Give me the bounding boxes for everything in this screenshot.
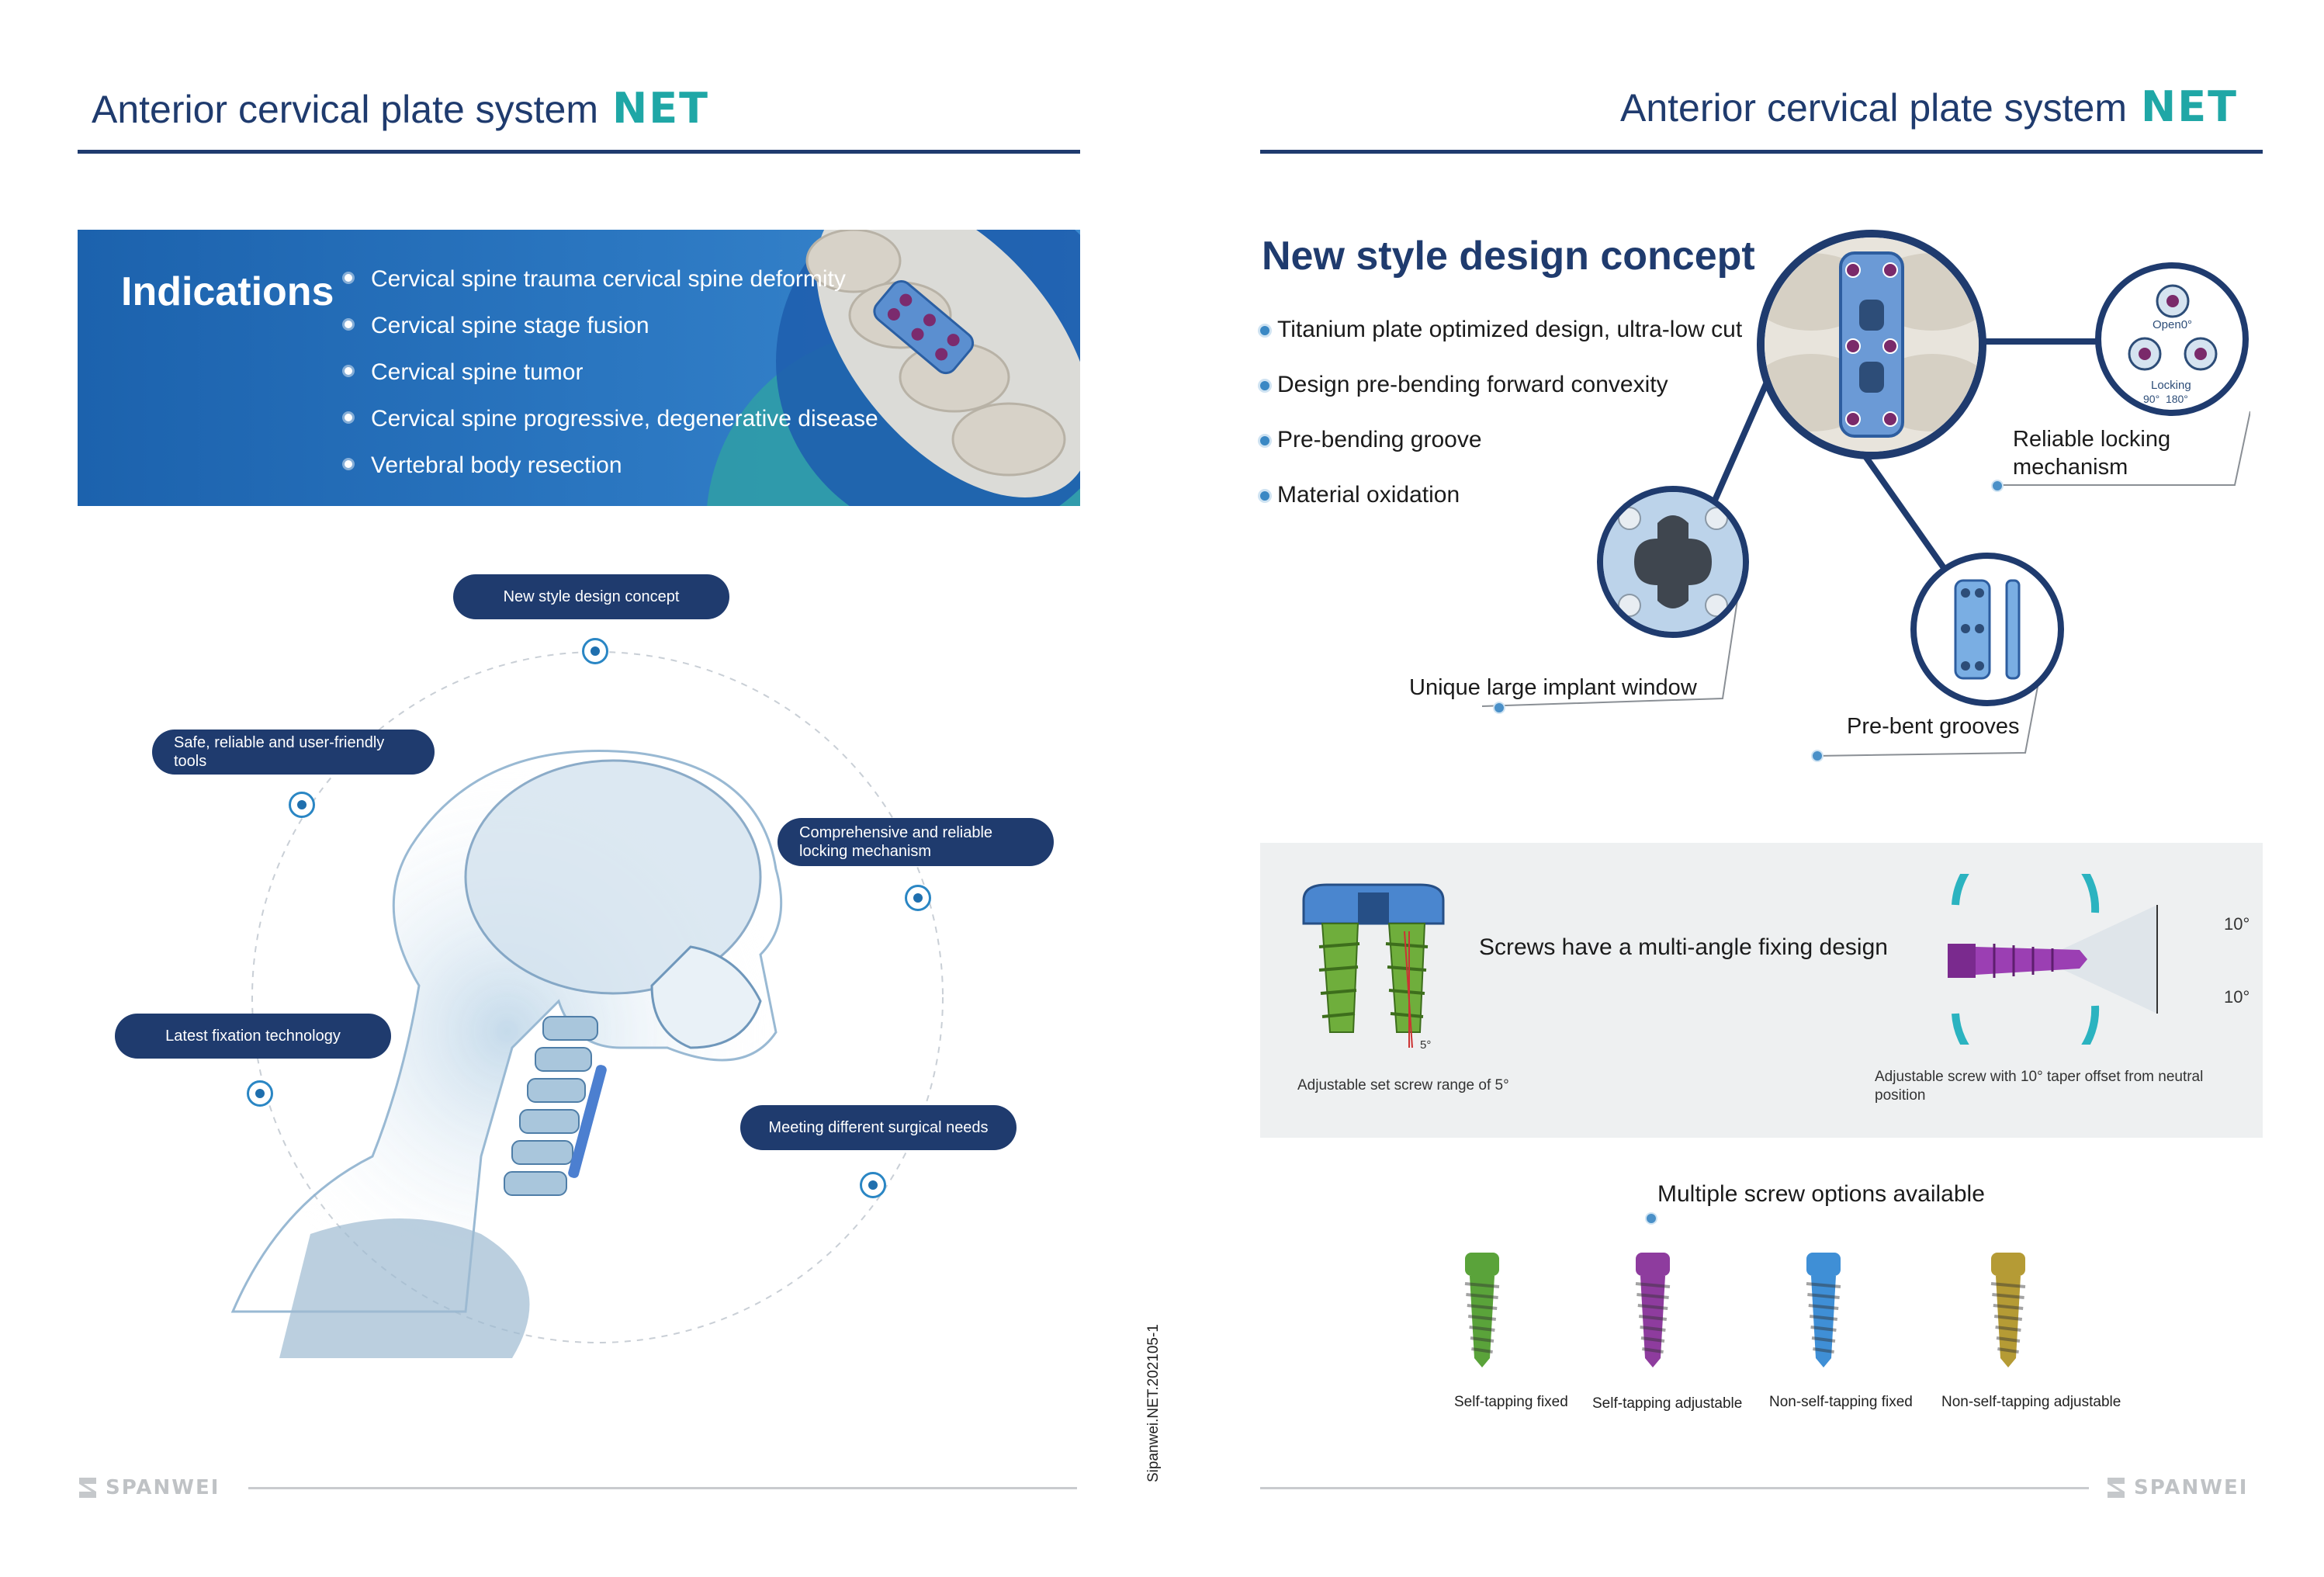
feature-pill-label: New style design concept xyxy=(503,588,680,605)
concept-item: Pre-bending groove xyxy=(1277,427,1482,452)
window-detail-circle xyxy=(1597,486,1749,638)
indication-item: Vertebral body resection xyxy=(345,450,878,497)
feature-bullet xyxy=(1260,491,1269,501)
feature-pill-label: Comprehensive and reliable locking mecha… xyxy=(799,824,993,860)
feature-pill-tools: Safe, reliable and user-friendly tools xyxy=(152,730,435,775)
lock-locking-label: Locking xyxy=(2151,379,2191,392)
lock-open-label: Open0° xyxy=(2153,318,2193,331)
concept-title: New style design concept xyxy=(1262,234,1755,279)
locking-positions-diagram xyxy=(2128,284,2218,371)
screw-panel-headline: Screws have a multi-angle fixing design xyxy=(1479,934,1888,960)
screw-option-label: Self-tapping adjustable xyxy=(1592,1395,1743,1412)
feature-marker xyxy=(582,638,608,664)
screw-options-title: Multiple screw options available xyxy=(1657,1181,1985,1207)
left-header: Anterior cervical plate system NET xyxy=(92,84,709,133)
left-brand-net: NET xyxy=(612,84,709,133)
set-screw-caption: Adjustable set screw range of 5° xyxy=(1297,1077,1509,1094)
right-header-title: Anterior cervical plate system xyxy=(1620,86,2128,130)
lock-angle-labels: 90° 180° xyxy=(2143,393,2188,405)
feature-pill-locking: Comprehensive and reliable locking mecha… xyxy=(778,818,1054,866)
screw-angle-panel: 5° Adjustable set screw range of 5° Scre… xyxy=(1260,843,2263,1138)
callout-marker xyxy=(1991,480,2004,492)
indications-title: Indications xyxy=(121,269,334,314)
feature-pill-surgical-needs: Meeting different surgical needs xyxy=(740,1105,1017,1150)
indication-item: Cervical spine tumor xyxy=(345,357,878,404)
feature-pill-design-concept: New style design concept xyxy=(453,574,729,619)
right-footer-rule xyxy=(1260,1487,2089,1489)
screw-option-label: Non-self-tapping adjustable xyxy=(1941,1394,2121,1410)
skull-spine-illustration xyxy=(230,651,944,1358)
screw-options-images xyxy=(1464,1253,2026,1367)
logo-text: SPANWEI xyxy=(2134,1476,2249,1499)
right-footer-logo: SPANWEI xyxy=(2104,1475,2248,1501)
left-footer-rule xyxy=(248,1487,1077,1489)
right-header-rule xyxy=(1260,150,2263,154)
screw-option-image xyxy=(1635,1253,1671,1367)
grooves-detail-circle xyxy=(1910,553,2064,706)
indication-item: Cervical spine trauma cervical spine def… xyxy=(345,264,878,310)
angle-label-top: 10° xyxy=(2224,914,2250,934)
adjustable-screw-image xyxy=(1948,874,2158,1045)
screw-option-image xyxy=(1806,1253,1841,1367)
feature-pill-label: Latest fixation technology xyxy=(165,1028,341,1045)
screw-option-label: Self-tapping fixed xyxy=(1454,1394,1568,1410)
screw-option-image xyxy=(1990,1253,2026,1367)
options-marker xyxy=(1645,1212,1657,1225)
right-header: Anterior cervical plate system NET xyxy=(1620,82,2238,131)
callout-locking: Reliable locking mechanism xyxy=(2013,427,2171,480)
feature-marker xyxy=(860,1172,886,1198)
plate-on-vertebrae-image xyxy=(1765,237,1979,452)
locking-detail-circle: Open0° Locking 90° 180° xyxy=(2095,262,2249,416)
set-screw-image xyxy=(1302,883,1445,1048)
spanwei-logo-icon xyxy=(2108,1478,2125,1498)
callout-grooves: Pre-bent grooves xyxy=(1847,714,2020,739)
feature-bullet xyxy=(1260,381,1269,390)
feature-bullet xyxy=(1260,326,1269,335)
left-footer-logo: SPANWEI xyxy=(76,1475,220,1501)
left-header-rule xyxy=(78,150,1080,154)
feature-marker xyxy=(289,792,315,818)
feature-bullet xyxy=(1260,436,1269,445)
indication-item: Cervical spine stage fusion xyxy=(345,310,878,357)
feature-pill-label: Meeting different surgical needs xyxy=(768,1119,989,1136)
implant-window-image xyxy=(1603,492,1743,632)
indications-banner: Indications Cervical spine trauma cervic… xyxy=(78,230,1080,506)
set-screw-angle-label: 5° xyxy=(1420,1038,1432,1052)
document-code: Sipanwei.NET.202105-1 xyxy=(1145,1324,1162,1482)
right-brand-net: NET xyxy=(2141,82,2238,131)
left-header-title: Anterior cervical plate system xyxy=(92,88,599,131)
indications-list: Cervical spine trauma cervical spine def… xyxy=(345,264,878,497)
adjustable-screw-caption: Adjustable screw with 10° taper offset f… xyxy=(1875,1069,2204,1104)
indication-item: Cervical spine progressive, degenerative… xyxy=(345,404,878,450)
screw-option-label: Non-self-tapping fixed xyxy=(1769,1394,1913,1410)
banner-decor-shapes xyxy=(707,230,1080,506)
plate-detail-circle xyxy=(1757,230,1986,459)
callout-marker xyxy=(1811,750,1824,762)
concept-item: Titanium plate optimized design, ultra-l… xyxy=(1277,317,1743,342)
feature-pill-fixation: Latest fixation technology xyxy=(115,1014,391,1059)
logo-text: SPANWEI xyxy=(106,1476,220,1499)
spanwei-logo-icon xyxy=(79,1478,96,1498)
feature-marker xyxy=(905,885,931,911)
feature-marker xyxy=(247,1080,273,1107)
callout-window: Unique large implant window xyxy=(1409,675,1697,700)
concept-item: Material oxidation xyxy=(1277,482,1460,508)
pre-bent-plate-image xyxy=(1954,579,2021,680)
screw-option-image xyxy=(1464,1253,1500,1367)
angle-label-bottom: 10° xyxy=(2224,987,2250,1007)
concept-item: Design pre-bending forward convexity xyxy=(1277,372,1668,397)
callout-marker xyxy=(1493,702,1505,714)
feature-pill-label: Safe, reliable and user-friendly tools xyxy=(174,734,385,770)
